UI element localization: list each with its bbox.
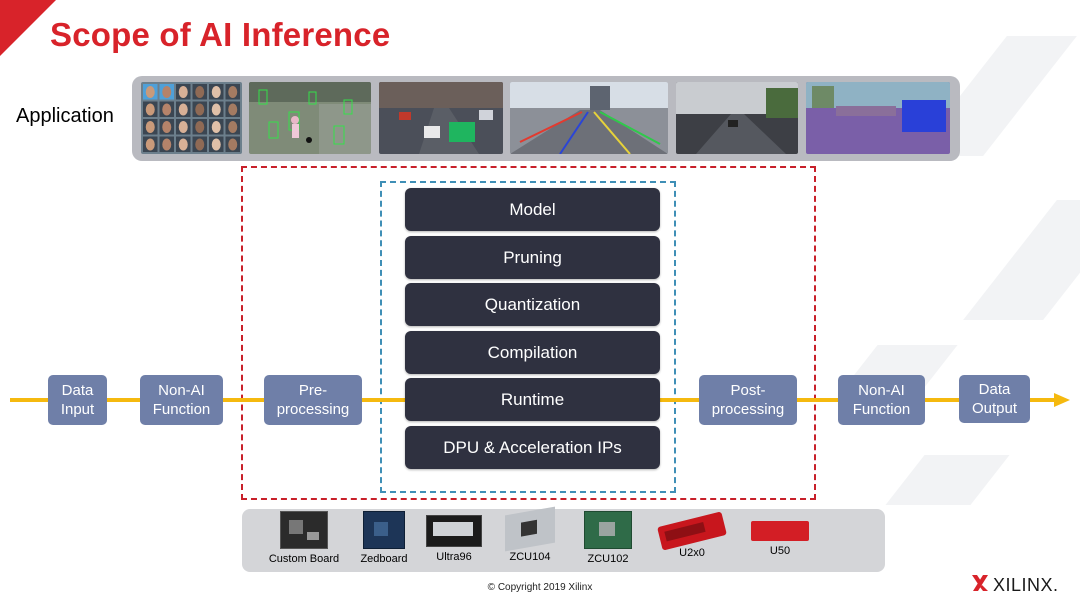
stack-model: Model xyxy=(405,188,660,231)
zcu102-image xyxy=(584,511,632,549)
board-zcu104: ZCU104 xyxy=(498,511,562,563)
stack-runtime: Runtime xyxy=(405,378,660,421)
board-label: Ultra96 xyxy=(424,551,484,563)
stack-pruning: Pruning xyxy=(405,236,660,279)
application-image-strip xyxy=(132,76,960,161)
flow-non-ai-function-left: Non-AI Function xyxy=(140,375,223,425)
board-u50: U50 xyxy=(748,511,812,557)
flow-data-output: Data Output xyxy=(959,375,1030,423)
traffic-segmentation-image xyxy=(379,82,503,154)
hardware-boards-strip: Custom Board Zedboard Ultra96 ZCU104 ZCU… xyxy=(242,509,885,572)
xilinx-logo-text: XILINX. xyxy=(993,575,1059,596)
stack-dpu-acceleration-ips: DPU & Acceleration IPs xyxy=(405,426,660,469)
flow-non-ai-function-right: Non-AI Function xyxy=(838,375,925,425)
stack-compilation: Compilation xyxy=(405,331,660,374)
corner-accent xyxy=(0,0,56,56)
flow-data-input: Data Input xyxy=(48,375,107,425)
page-title: Scope of AI Inference xyxy=(50,16,390,54)
bg-stripe xyxy=(963,200,1080,320)
lane-detection-image xyxy=(510,82,668,154)
board-label: U50 xyxy=(748,545,812,557)
board-label: ZCU104 xyxy=(498,551,562,563)
u50-image xyxy=(751,521,809,541)
flow-pre-processing: Pre- processing xyxy=(264,375,362,425)
flow-post-processing: Post- processing xyxy=(699,375,797,425)
face-grid-image xyxy=(141,82,242,154)
crowd-detection-image xyxy=(249,82,371,154)
stack-quantization: Quantization xyxy=(405,283,660,326)
board-label: Zedboard xyxy=(354,553,414,565)
ultra96-image xyxy=(426,515,482,547)
board-ultra96: Ultra96 xyxy=(424,511,484,563)
zcu104-image xyxy=(505,507,555,552)
board-label: ZCU102 xyxy=(576,553,640,565)
xilinx-logo-icon xyxy=(972,575,988,596)
board-label: Custom Board xyxy=(264,553,344,565)
zedboard-image xyxy=(363,511,405,549)
semantic-segmentation-image xyxy=(806,82,950,154)
board-zedboard: Zedboard xyxy=(354,511,414,565)
copyright-text: © Copyright 2019 Xilinx xyxy=(0,582,1080,593)
xilinx-logo: XILINX. xyxy=(972,575,1059,596)
application-label: Application xyxy=(16,105,114,128)
u2x0-image xyxy=(657,511,727,550)
board-zcu102: ZCU102 xyxy=(576,511,640,565)
custom-board-image xyxy=(280,511,328,549)
board-custom-board: Custom Board xyxy=(264,511,344,565)
board-u2x0: U2x0 xyxy=(652,511,732,559)
road-scene-image xyxy=(676,82,798,154)
bg-stripe xyxy=(885,455,1009,505)
